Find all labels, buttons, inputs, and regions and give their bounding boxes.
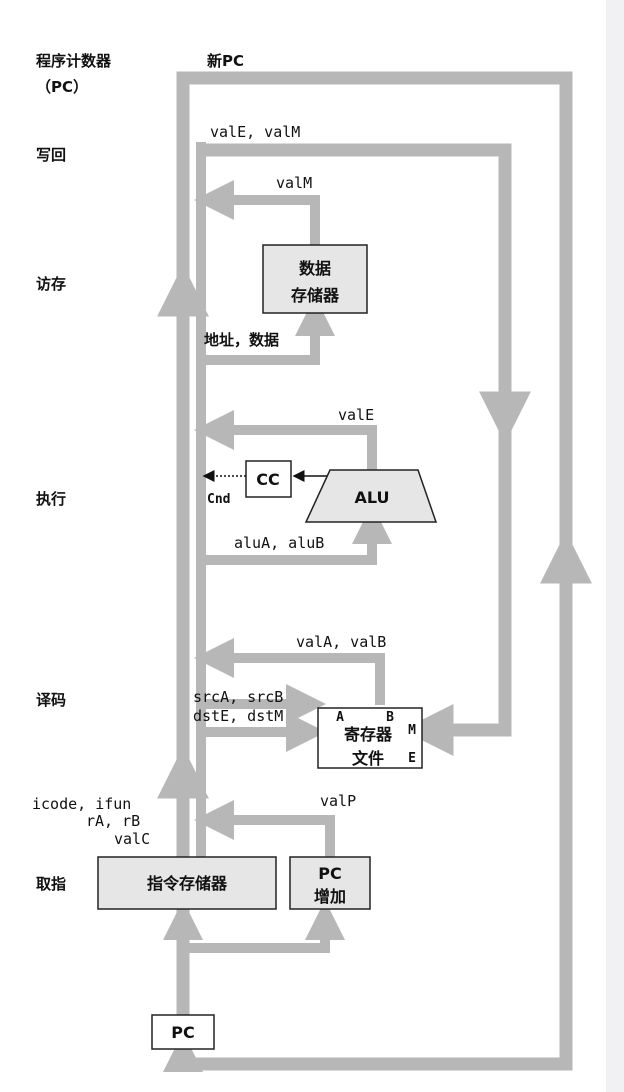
cc-label: CC <box>256 470 279 489</box>
cnd-label: Cnd <box>207 492 230 507</box>
alu-inputs-label: aluA, aluB <box>234 534 324 552</box>
dst-regs-label: dstE, dstM <box>193 707 283 725</box>
port-m-label: M <box>408 723 416 738</box>
cc-block: CC <box>245 460 292 498</box>
valA-valB-label: valA, valB <box>296 633 386 651</box>
port-e-label: E <box>408 751 416 766</box>
regfile-label-2: 文件 <box>352 749 384 768</box>
valE-label: valE <box>338 406 374 424</box>
pc-increment-label-2: 增加 <box>314 887 346 906</box>
data-memory-label-2: 存储器 <box>291 286 340 305</box>
stage-pc-paren-label: （PC） <box>36 78 88 96</box>
stage-decode-label: 译码 <box>36 691 66 709</box>
instruction-memory-label: 指令存储器 <box>147 874 228 893</box>
data-memory-block: 数据 存储器 <box>262 244 368 314</box>
register-file-block: A B M E 寄存器 文件 <box>317 707 423 769</box>
valC-label: valC <box>114 830 150 848</box>
alu-block: ALU <box>304 469 438 523</box>
stage-pc-label: 程序计数器 <box>36 52 112 70</box>
pc-increment-block: PC 增加 <box>289 856 371 910</box>
pc-increment-label-1: PC <box>318 864 341 883</box>
stage-fetch-label: 取指 <box>36 875 66 893</box>
pc-to-incr-bus <box>183 900 345 953</box>
valP-bus <box>194 800 335 857</box>
port-a-label: A <box>336 710 344 725</box>
addr-data-bus <box>201 296 335 365</box>
valE-bus <box>194 410 377 470</box>
new-pc-label: 新PC <box>207 52 244 70</box>
writeback-values-label: valE, valM <box>210 123 300 141</box>
alu-label: ALU <box>355 488 390 507</box>
data-memory-label-1: 数据 <box>299 259 331 278</box>
stage-memory-label: 访存 <box>36 275 66 293</box>
right-margin-strip <box>606 0 624 1092</box>
pc-register-block: PC <box>151 1014 215 1050</box>
stage-writeback-label: 写回 <box>36 146 66 164</box>
pc-register-label: PC <box>171 1023 194 1042</box>
valM-label: valM <box>276 174 312 192</box>
valA-valB-bus <box>194 638 385 705</box>
src-regs-label: srcA, srcB <box>193 688 283 706</box>
instruction-memory-block: 指令存储器 <box>97 856 277 910</box>
regfile-label-1: 寄存器 <box>344 725 393 744</box>
valP-label: valP <box>320 792 356 810</box>
alu-input-bus <box>201 504 392 565</box>
rA-rB-label: rA, rB <box>86 812 140 830</box>
addr-data-label: 地址，数据 <box>204 331 279 349</box>
port-b-label: B <box>386 710 394 725</box>
icode-ifun-label: icode, ifun <box>32 795 131 813</box>
valM-bus <box>194 180 320 248</box>
stage-execute-label: 执行 <box>36 490 66 508</box>
